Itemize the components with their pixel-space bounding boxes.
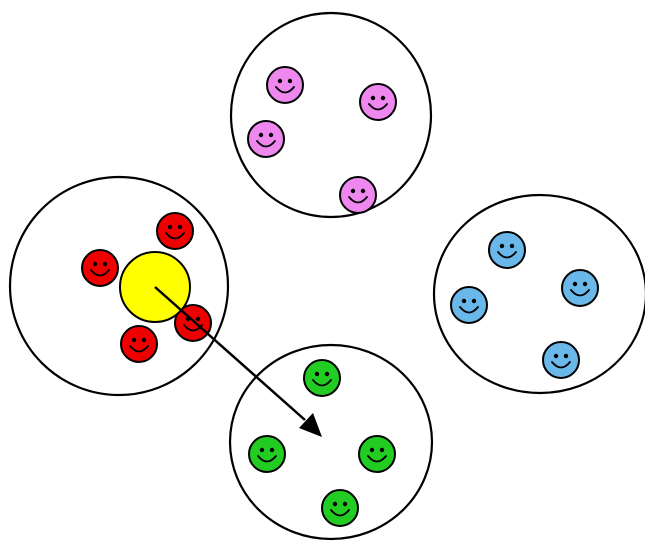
smiley-face-icon: [488, 231, 526, 269]
group-red: [8, 175, 230, 397]
smiley-face-icon: [156, 212, 194, 250]
smiley-face-icon: [358, 435, 396, 473]
smiley-face-icon: [561, 269, 599, 307]
smiley-face-icon: [248, 435, 286, 473]
smiley-face-icon: [321, 489, 359, 527]
smiley-face-icon: [542, 341, 580, 379]
group-blue-circle: [432, 193, 645, 395]
group-blue: [432, 193, 645, 395]
smiley-face-icon: [303, 359, 341, 397]
smiley-face-icon: [266, 66, 304, 104]
arrow-icon: [154, 286, 322, 437]
group-pink: [229, 11, 433, 219]
smiley-face-icon: [247, 120, 285, 158]
group-green-circle: [228, 343, 434, 541]
smiley-face-icon: [339, 176, 377, 214]
smiley-face-icon: [81, 249, 119, 287]
smiley-face-icon: [359, 83, 397, 121]
smiley-face-icon: [450, 286, 488, 324]
group-pink-circle: [229, 11, 433, 219]
smiley-face-icon: [120, 325, 158, 363]
group-green: [228, 343, 434, 541]
group-red-circle: [8, 175, 230, 397]
